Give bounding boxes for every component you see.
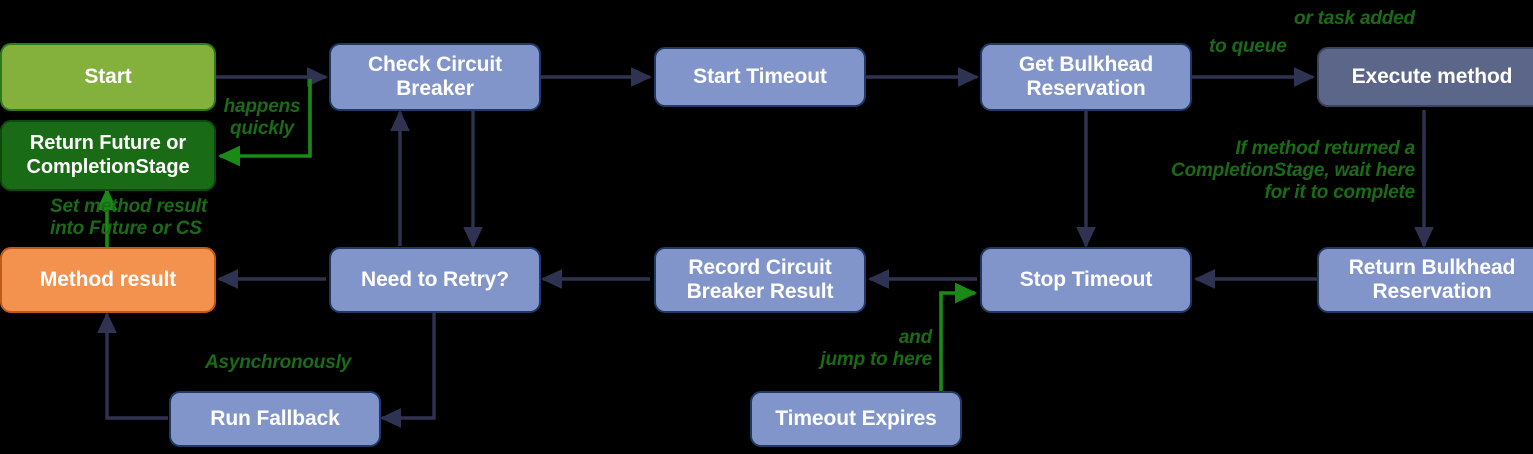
node-run-fallback[interactable]: Run Fallback	[169, 391, 381, 447]
node-need-to-retry-label: Need to Retry?	[361, 267, 509, 291]
node-start[interactable]: Start	[0, 43, 216, 111]
note-set-method-result: Set method result into Future or CS	[50, 196, 208, 240]
note-if-method-returned: If method returned a CompletionStage, wa…	[1171, 138, 1415, 204]
node-return-bulkhead-reservation[interactable]: Return Bulkhead Reservation	[1317, 247, 1533, 313]
node-execute-method[interactable]: Execute method	[1317, 47, 1533, 107]
node-method-result-label: Method result	[39, 267, 177, 291]
node-timeout-expires-label: Timeout Expires	[775, 406, 937, 430]
edge-need-retry-to-run-fallback	[379, 312, 436, 428]
node-start-timeout-label: Start Timeout	[693, 64, 827, 88]
node-start-label: Start	[84, 64, 132, 88]
node-start-timeout[interactable]: Start Timeout	[654, 47, 866, 107]
node-method-result[interactable]: Method result	[0, 247, 216, 313]
node-record-circuit-breaker-result[interactable]: Record Circuit Breaker Result	[654, 247, 866, 313]
note-or-task-added: or task added	[1294, 8, 1415, 29]
note-to-queue: to queue	[1209, 36, 1287, 57]
node-stop-timeout[interactable]: Stop Timeout	[980, 247, 1192, 313]
note-and-jump-to-here: and jump to here	[820, 327, 932, 371]
node-execute-method-label: Execute method	[1351, 64, 1513, 88]
node-timeout-expires[interactable]: Timeout Expires	[750, 391, 962, 447]
node-get-bulkhead-reservation[interactable]: Get Bulkhead Reservation	[980, 43, 1192, 111]
node-record-circuit-breaker-result-label: Record Circuit Breaker Result	[686, 255, 834, 303]
node-return-bulkhead-reservation-label: Return Bulkhead Reservation	[1348, 255, 1516, 303]
node-check-circuit-breaker-label: Check Circuit Breaker	[367, 52, 503, 100]
node-stop-timeout-label: Stop Timeout	[1019, 267, 1153, 291]
note-asynchronously: Asynchronously	[204, 352, 352, 373]
node-need-to-retry[interactable]: Need to Retry?	[329, 247, 541, 313]
edge-green-timeout-expires-to-stop-timeout	[939, 282, 978, 392]
node-get-bulkhead-reservation-label: Get Bulkhead Reservation	[1018, 52, 1154, 100]
node-run-fallback-label: Run Fallback	[210, 406, 340, 430]
node-return-future[interactable]: Return Future or CompletionStage	[0, 120, 216, 191]
node-return-future-label: Return Future or CompletionStage	[26, 132, 190, 178]
note-happens-quickly: happens quickly	[223, 96, 301, 140]
edge-run-fallback-to-method-result	[97, 311, 168, 420]
node-check-circuit-breaker[interactable]: Check Circuit Breaker	[329, 43, 541, 111]
